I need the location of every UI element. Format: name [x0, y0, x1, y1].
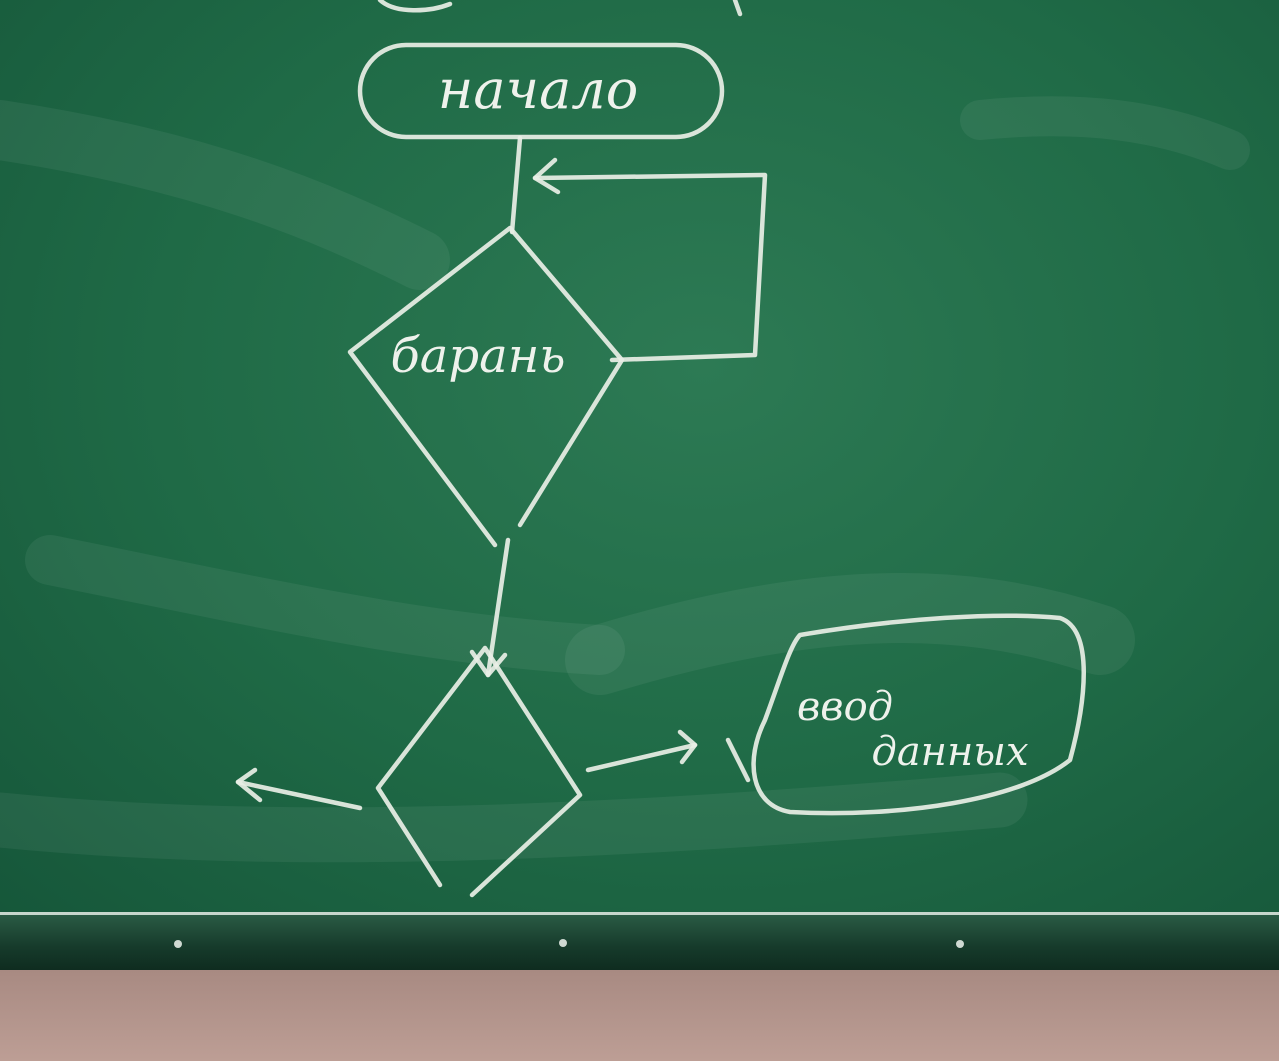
- right-arrow-head-icon: [677, 729, 698, 765]
- tray-rivets: [174, 939, 964, 948]
- top-edge-scribble: [377, 0, 743, 17]
- connector-start-to-decision: [509, 135, 523, 235]
- loop-arrow-head-icon: [532, 157, 561, 195]
- eraser-smudges: [0, 96, 1250, 863]
- decision-1-diamond: [347, 225, 625, 548]
- start-label: начало: [438, 58, 638, 121]
- wall: [0, 970, 1279, 1061]
- loop-return-line: [532, 172, 768, 363]
- start-terminator: [357, 42, 725, 140]
- decision-1-label: барань: [390, 328, 565, 384]
- chalk-tray: [0, 912, 1279, 973]
- left-exit-line: [235, 779, 363, 811]
- io-block-tick: [725, 737, 751, 783]
- io-block: [751, 613, 1086, 816]
- left-arrow-head-icon: [235, 767, 263, 803]
- right-exit-line: [585, 742, 698, 773]
- io-label-line2: данных: [871, 729, 1028, 775]
- connector-decision-1-to-2: [485, 537, 511, 678]
- io-label-line1: ввод: [797, 684, 893, 730]
- decision-2-diamond: [375, 645, 583, 898]
